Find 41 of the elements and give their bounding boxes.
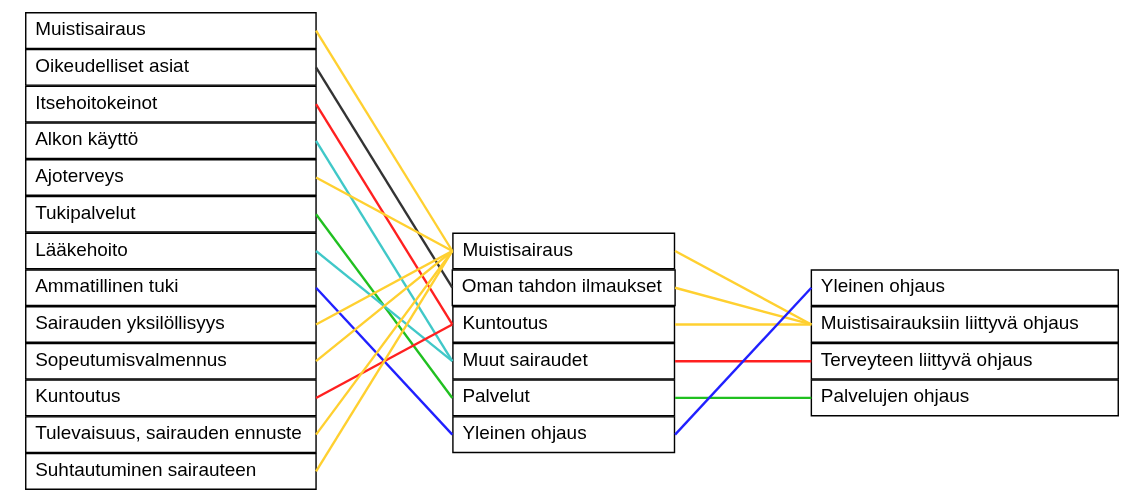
node-box: Alkon käyttö (25, 122, 317, 160)
node-box: Kuntoutus (25, 379, 317, 417)
node-box: Tukipalvelut (25, 195, 317, 233)
node-box: Lääkehoito (25, 232, 317, 270)
connector (315, 323, 453, 399)
connector (675, 396, 812, 400)
node-box: Tulevaisuus, sairauden ennuste (25, 416, 317, 454)
connector (315, 250, 454, 363)
node-box: Suhtautuminen sairauteen (25, 452, 317, 490)
connector (315, 250, 454, 436)
node-box: Palvelujen ohjaus (810, 379, 1119, 417)
node-box: Muistisairaus (452, 232, 676, 270)
node-box: Sairauden yksilöllisyys (25, 306, 317, 343)
connector (315, 29, 454, 252)
node-box: Yleinen ohjaus (452, 416, 676, 454)
connector (315, 140, 454, 362)
connector (674, 286, 813, 436)
connector (315, 286, 454, 436)
node-box: Oikeudelliset asiat (25, 48, 317, 86)
node-box: Sopeutumisvalmennus (25, 342, 317, 380)
node-box: Itsehoitokeinot (25, 85, 317, 123)
node-box: Terveyteen liittyvä ohjaus (810, 342, 1119, 380)
node-box: Muut sairaudet (452, 342, 676, 380)
connector (315, 250, 454, 473)
connector (674, 249, 812, 326)
connector (315, 249, 453, 326)
connector (675, 323, 812, 326)
node-box: Kuntoutus (452, 306, 676, 343)
node-box: Oman tahdon ilmaukset (451, 269, 676, 307)
connector (674, 286, 812, 326)
node-box: Ajoterveys (25, 159, 317, 196)
node-box: Palvelut (452, 379, 676, 417)
connector (315, 213, 454, 399)
node-box: Muistisairauksiin liittyvä ohjaus (810, 306, 1119, 343)
node-box: Yleinen ohjaus (810, 269, 1119, 307)
node-box: Ammatillinen tuki (25, 269, 317, 307)
connector (315, 103, 454, 326)
connector (315, 66, 454, 289)
connector (675, 360, 812, 363)
connector (315, 176, 453, 253)
node-box: Muistisairaus (25, 12, 317, 50)
